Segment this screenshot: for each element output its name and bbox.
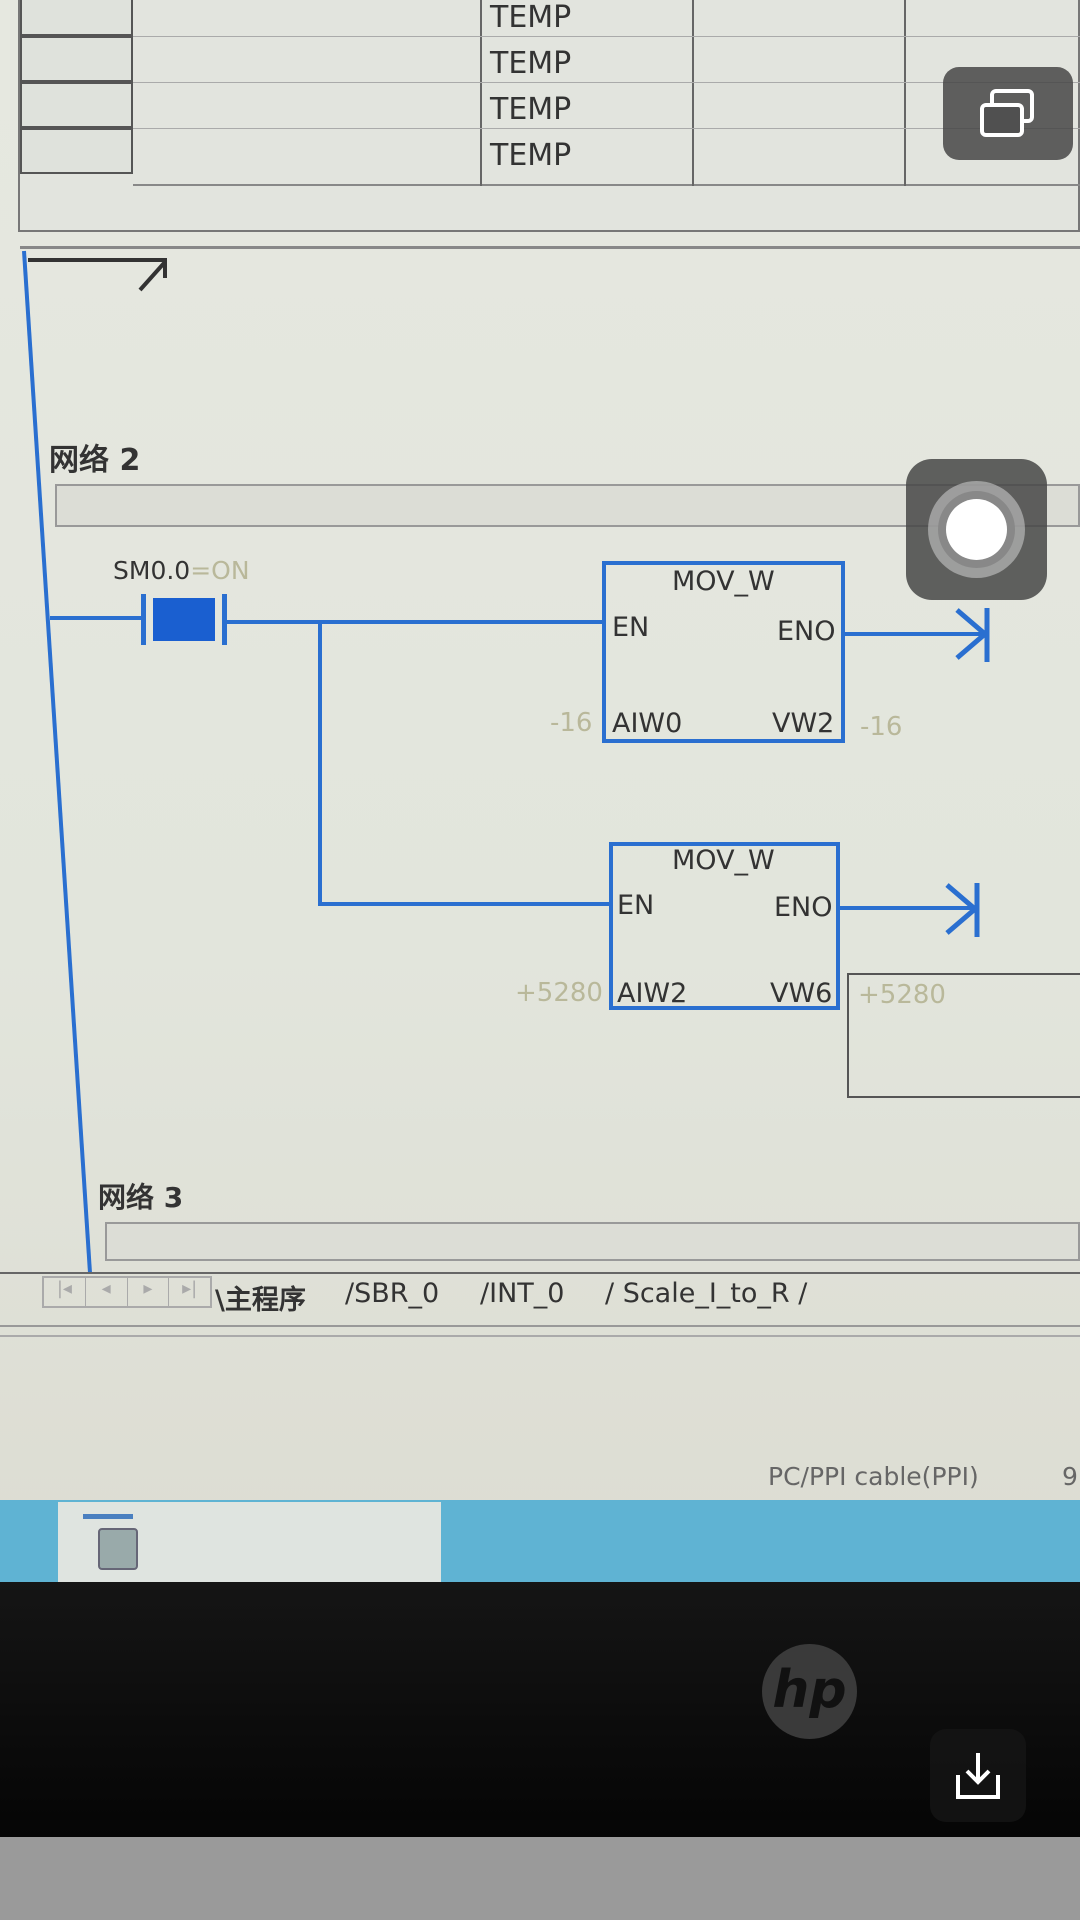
block-name: MOV_W <box>672 845 775 876</box>
in-pin: AIW0 <box>612 708 683 739</box>
network-3-comment[interactable] <box>105 1222 1080 1261</box>
last-tab-icon[interactable]: ▸| <box>182 1278 198 1299</box>
block-name: MOV_W <box>672 566 775 597</box>
eno-pin: ENO <box>777 616 836 647</box>
tab-int0[interactable]: /INT_0 <box>480 1278 565 1309</box>
network-2-title: 网络 2 <box>49 443 141 478</box>
assistive-touch-button[interactable] <box>906 459 1047 600</box>
next-tab-icon[interactable]: ▸ <box>128 1278 170 1306</box>
mov-w-block-2[interactable] <box>609 842 840 1010</box>
taskbar-item-step7[interactable] <box>58 1502 441 1582</box>
coil-arrow-icon <box>945 883 980 937</box>
var-type: TEMP <box>490 0 572 35</box>
out-pin: VW6 <box>770 978 833 1009</box>
value-tooltip <box>847 973 1080 1098</box>
out-value: -16 <box>860 712 903 742</box>
network-3-title: 网络 3 <box>98 1181 184 1214</box>
variable-table <box>18 0 1080 232</box>
var-type: TEMP <box>490 138 572 173</box>
hp-logo: hp <box>762 1644 857 1739</box>
tab-sbr0[interactable]: /SBR_0 <box>345 1278 440 1309</box>
coil-arrow-icon <box>955 608 990 662</box>
windows-icon <box>980 89 1034 137</box>
plc-app-icon <box>83 1514 143 1570</box>
var-type: TEMP <box>490 92 572 127</box>
out-value: +5280 <box>858 980 946 1010</box>
contact-sm0-0[interactable] <box>141 594 227 645</box>
tab-scale[interactable]: / Scale_I_to_R / <box>605 1278 808 1309</box>
in-value: -16 <box>550 708 593 738</box>
en-pin: EN <box>612 612 650 643</box>
status-extra: 9. <box>1062 1462 1080 1491</box>
multi-window-button[interactable] <box>943 67 1073 160</box>
monitor-screen: TEMP TEMP TEMP TEMP 网络 2 SM0.0=ON MOV_W … <box>0 0 1080 1582</box>
tab-nav-buttons[interactable]: |◂ ◂ ▸ ▸| <box>42 1276 212 1308</box>
download-button[interactable] <box>930 1729 1026 1822</box>
mov-w-block-1[interactable] <box>602 561 845 743</box>
in-pin: AIW2 <box>617 978 688 1009</box>
contact-address: SM0.0=ON <box>113 556 250 585</box>
download-icon <box>956 1753 1000 1799</box>
monitor-bezel: hp <box>0 1582 1080 1837</box>
eno-pin: ENO <box>774 892 833 923</box>
home-circle-icon <box>946 499 1007 560</box>
in-value: +5280 <box>515 978 603 1008</box>
out-pin: VW2 <box>772 708 835 739</box>
first-tab-icon[interactable]: |◂ <box>44 1278 86 1306</box>
tab-main[interactable]: \主程序 <box>215 1285 306 1316</box>
ladder-wires <box>22 250 167 1274</box>
var-type: TEMP <box>490 46 572 81</box>
status-connection: PC/PPI cable(PPI) <box>768 1462 979 1491</box>
en-pin: EN <box>617 890 655 921</box>
prev-tab-icon[interactable]: ◂ <box>86 1278 128 1306</box>
